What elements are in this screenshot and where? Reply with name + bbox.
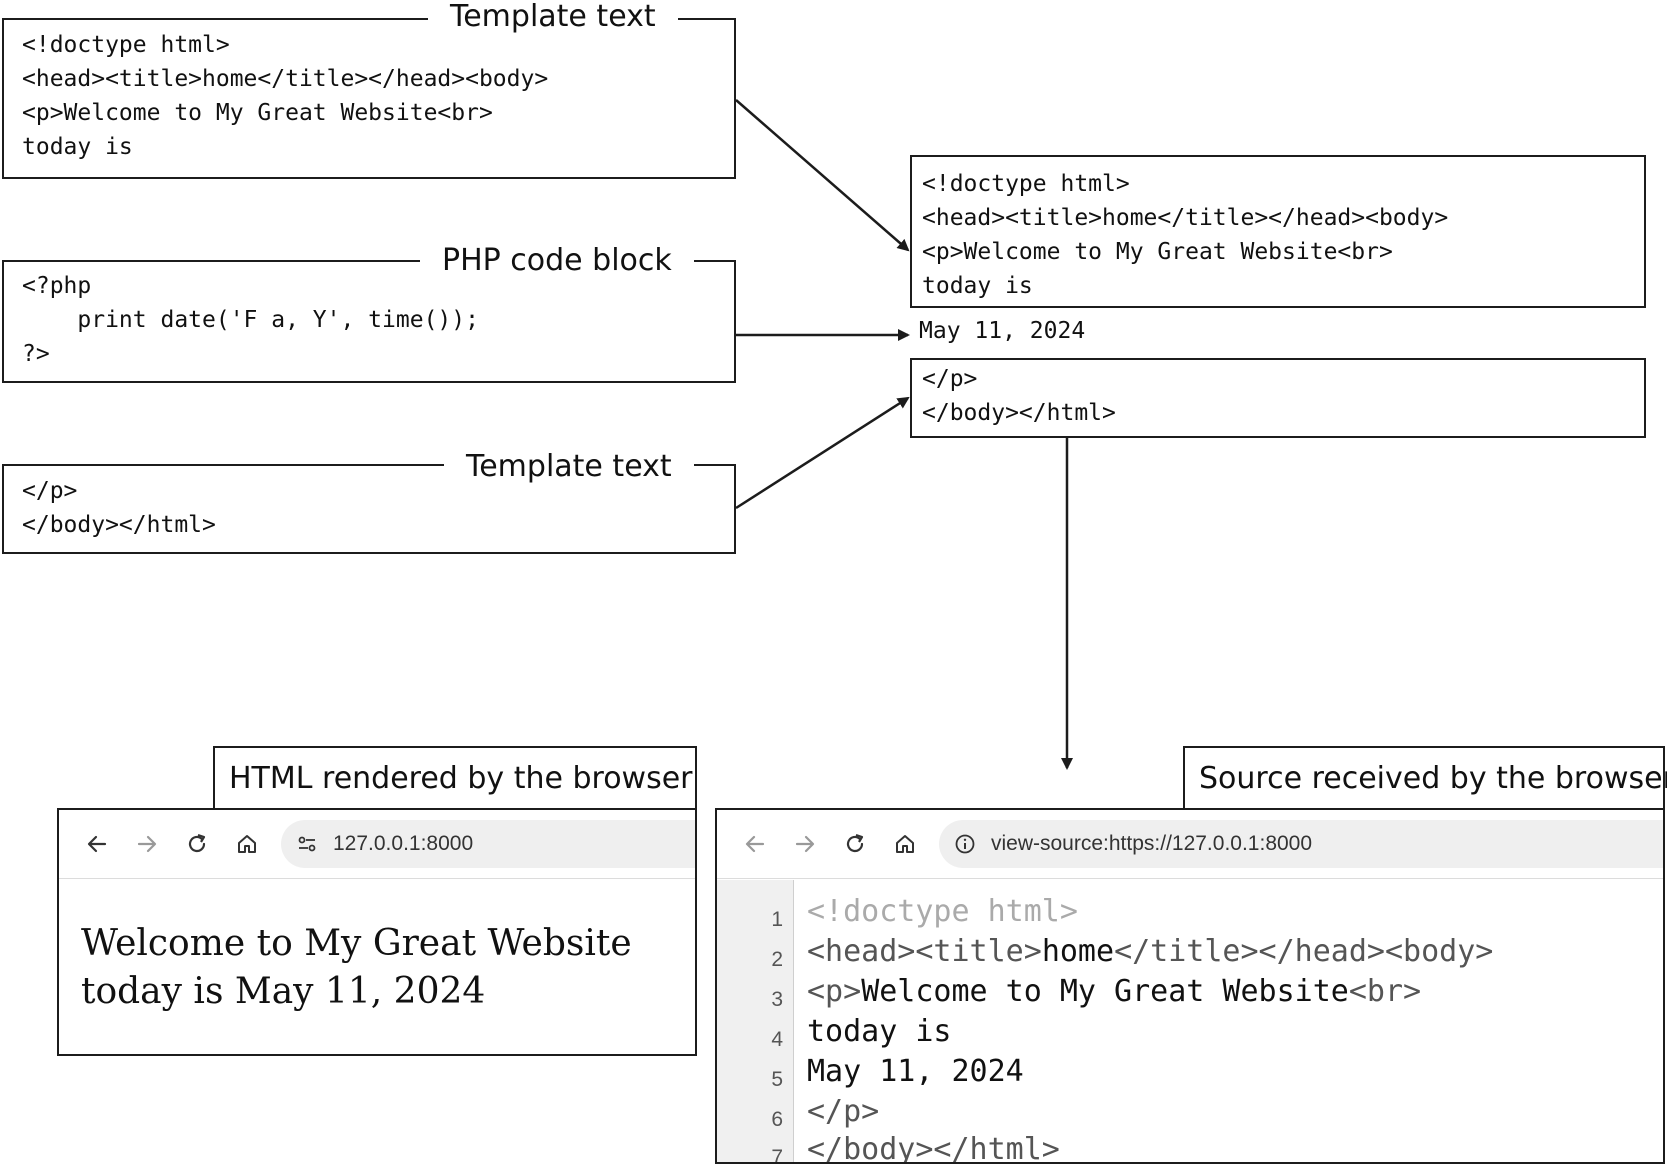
- rendered-line: Welcome to My Great Website: [81, 923, 632, 964]
- code-line: <!doctype html>: [22, 32, 230, 58]
- rendered-browser-caption: HTML rendered by the browser: [213, 746, 697, 810]
- template-text-caption-2: Template text: [444, 450, 694, 484]
- code-line: <p>Welcome to My Great Website<br>: [922, 239, 1393, 265]
- line-number: 7: [771, 1146, 783, 1164]
- source-tag: <p>: [807, 974, 862, 1009]
- line-number: 6: [771, 1108, 783, 1131]
- source-line: </body></html>: [807, 1132, 1060, 1164]
- source-text: Welcome to My Great Website: [861, 974, 1349, 1009]
- code-line: <head><title>home</title></head><body>: [922, 205, 1449, 231]
- rendered-line: today is May 11, 2024: [81, 971, 486, 1012]
- php-code-block-caption: PHP code block: [420, 244, 694, 278]
- line-number: 4: [771, 1028, 783, 1051]
- source-browser-window: view-source:https://127.0.0.1:8000 1 2 3…: [715, 808, 1665, 1164]
- source-line: <p>Welcome to My Great Website<br>: [807, 974, 1421, 1009]
- arrow-template2-to-output: [735, 396, 910, 510]
- line-number: 5: [771, 1068, 783, 1091]
- line-number-gutter: 1 2 3 4 5 6 7: [717, 880, 794, 1162]
- template-text-caption-1: Template text: [428, 0, 678, 34]
- php-code-block-box: <?php print date('F a, Y', time()); ?>: [2, 260, 736, 383]
- code-line: print date('F a, Y', time());: [22, 307, 479, 333]
- code-line: today is: [22, 134, 133, 160]
- source-tag: <head><title>: [807, 934, 1042, 969]
- reload-icon[interactable]: [843, 832, 867, 856]
- code-line: <?php: [22, 273, 92, 299]
- source-tag: <br>: [1348, 974, 1422, 1009]
- code-line: today is: [922, 273, 1033, 299]
- address-bar[interactable]: 127.0.0.1:8000: [281, 820, 695, 868]
- output-bottom-box: </p> </body></html>: [910, 358, 1646, 438]
- code-line: ?>: [22, 341, 50, 367]
- source-line: today is: [807, 1014, 952, 1049]
- home-icon[interactable]: [893, 832, 917, 856]
- home-icon[interactable]: [235, 832, 259, 856]
- url-text: 127.0.0.1:8000: [333, 832, 474, 855]
- source-tag: </title></head><body>: [1114, 934, 1494, 969]
- line-number: 3: [771, 988, 783, 1011]
- code-line: <!doctype html>: [922, 171, 1130, 197]
- arrow-template-to-output: [735, 99, 910, 252]
- source-line: </p>: [807, 1094, 880, 1129]
- forward-arrow-icon[interactable]: [135, 832, 159, 856]
- code-line: </body></html>: [922, 400, 1116, 426]
- source-browser-caption: Source received by the browser: [1183, 746, 1667, 810]
- site-settings-icon[interactable]: [295, 832, 319, 856]
- source-text: home: [1041, 934, 1115, 969]
- code-line: </body></html>: [22, 512, 216, 538]
- line-number: 2: [771, 948, 783, 971]
- address-bar[interactable]: view-source:https://127.0.0.1:8000: [939, 820, 1663, 868]
- back-arrow-icon[interactable]: [743, 832, 767, 856]
- rendered-browser-window: 127.0.0.1:8000 Welcome to My Great Websi…: [57, 808, 697, 1056]
- browser-toolbar: 127.0.0.1:8000: [59, 810, 695, 879]
- code-line: <p>Welcome to My Great Website<br>: [22, 100, 493, 126]
- source-line: <head><title>home</title></head><body>: [807, 934, 1493, 969]
- code-line: </p>: [922, 366, 978, 392]
- browser-toolbar: view-source:https://127.0.0.1:8000: [717, 810, 1663, 879]
- reload-icon[interactable]: [185, 832, 209, 856]
- source-line: <!doctype html>: [807, 894, 1078, 929]
- source-line: May 11, 2024: [807, 1054, 1024, 1089]
- code-line: </p>: [22, 478, 78, 504]
- url-text: view-source:https://127.0.0.1:8000: [991, 832, 1313, 855]
- template-text-box-1: <!doctype html> <head><title>home</title…: [2, 18, 736, 179]
- back-arrow-icon[interactable]: [85, 832, 109, 856]
- forward-arrow-icon[interactable]: [793, 832, 817, 856]
- line-number: 1: [771, 908, 783, 931]
- info-icon[interactable]: [953, 832, 977, 856]
- code-line: <head><title>home</title></head><body>: [22, 66, 549, 92]
- output-top-box: <!doctype html> <head><title>home</title…: [910, 155, 1646, 308]
- output-date-line: May 11, 2024: [919, 318, 1086, 344]
- rendered-page-content: Welcome to My Great Website today is May…: [81, 920, 632, 1016]
